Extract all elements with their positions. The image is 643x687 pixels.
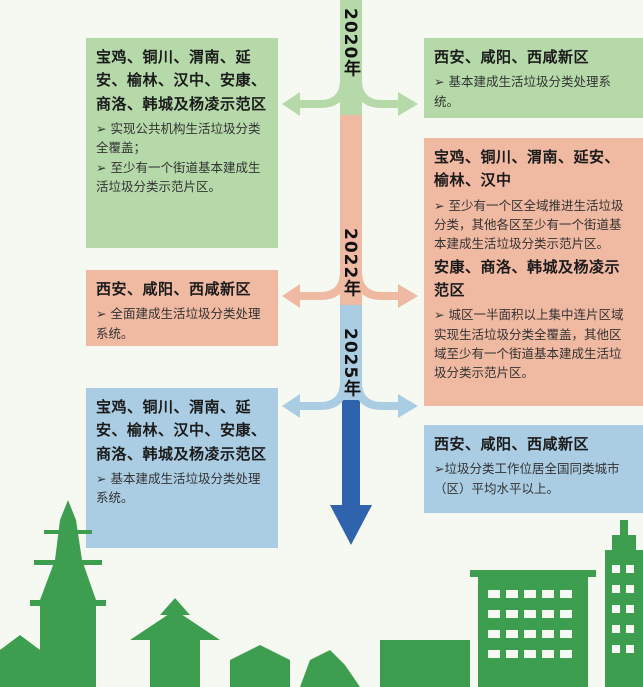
year-label-2020: 2020年 (340, 8, 360, 78)
timeline-segment-2022 (340, 115, 362, 305)
card-2020-right: 西安、咸阳、西咸新区 ➢ 基本建成生活垃圾分类处理系统。 (424, 38, 643, 118)
branch-2025 (282, 382, 418, 418)
card-item: ➢ 实现公共机构生活垃圾分类全覆盖； (96, 120, 261, 156)
card-2025-left: 宝鸡、铜川、渭南、延安、榆林、汉中、安康、商洛、韩城及杨凌示范区 ➢ 基本建成生… (86, 388, 278, 548)
year-label-2022: 2022年 (340, 228, 360, 298)
card-item: ➢ 基本建成生活垃圾分类处理系统。 (96, 470, 261, 506)
card-item: ➢ 至少有一个区全域推进生活垃圾分类，其他各区至少有一个街道基本建成生活垃圾分类… (434, 197, 624, 252)
card-2020-left: 宝鸡、铜川、渭南、延安、榆林、汉中、安康、商洛、韩城及杨凌示范区 ➢ 实现公共机… (86, 38, 278, 248)
timeline-arrow-head (330, 505, 372, 545)
branch-2020 (282, 80, 418, 116)
card-2025-right: 西安、咸阳、西咸新区 ➢垃圾分类工作位居全国同类城市（区）平均水平以上。 (424, 425, 643, 513)
card-title: 宝鸡、铜川、渭南、延安、榆林、汉中、安康、商洛、韩城及杨凌示范区 (96, 48, 267, 113)
card-title: 宝鸡、铜川、渭南、延安、榆林、汉中、安康、商洛、韩城及杨凌示范区 (96, 398, 267, 463)
year-label-2025: 2025年 (340, 328, 360, 398)
card-item: ➢ 全面建成生活垃圾分类处理系统。 (96, 306, 261, 341)
card-title: 西安、咸阳、西咸新区 (434, 435, 590, 453)
card-item: ➢ 基本建成生活垃圾分类处理系统。 (434, 74, 611, 109)
card-title: 西安、咸阳、西咸新区 (434, 48, 590, 66)
card-2022-right: 宝鸡、铜川、渭南、延安、榆林、汉中 ➢ 至少有一个区全域推进生活垃圾分类，其他各… (424, 138, 643, 406)
card-2022-left: 西安、咸阳、西咸新区 ➢ 全面建成生活垃圾分类处理系统。 (86, 270, 278, 346)
card-title-secondary: 安康、商洛、韩城及杨凌示范区 (434, 257, 621, 299)
timeline-arrow-shaft (342, 400, 360, 510)
card-title: 西安、咸阳、西咸新区 (96, 280, 252, 298)
branch-2022 (282, 272, 418, 308)
card-item: ➢ 至少有一个街道基本建成生活垃圾分类示范片区。 (96, 159, 261, 194)
timeline-segment-2025 (340, 305, 362, 400)
card-title: 宝鸡、铜川、渭南、延安、榆林、汉中 (434, 148, 621, 190)
card-item: ➢ 城区一半面积以上集中连片区域实现生活垃圾分类全覆盖，其他区域至少有一个街道基… (434, 307, 624, 381)
card-item: ➢垃圾分类工作位居全国同类城市（区）平均水平以上。 (434, 461, 620, 496)
